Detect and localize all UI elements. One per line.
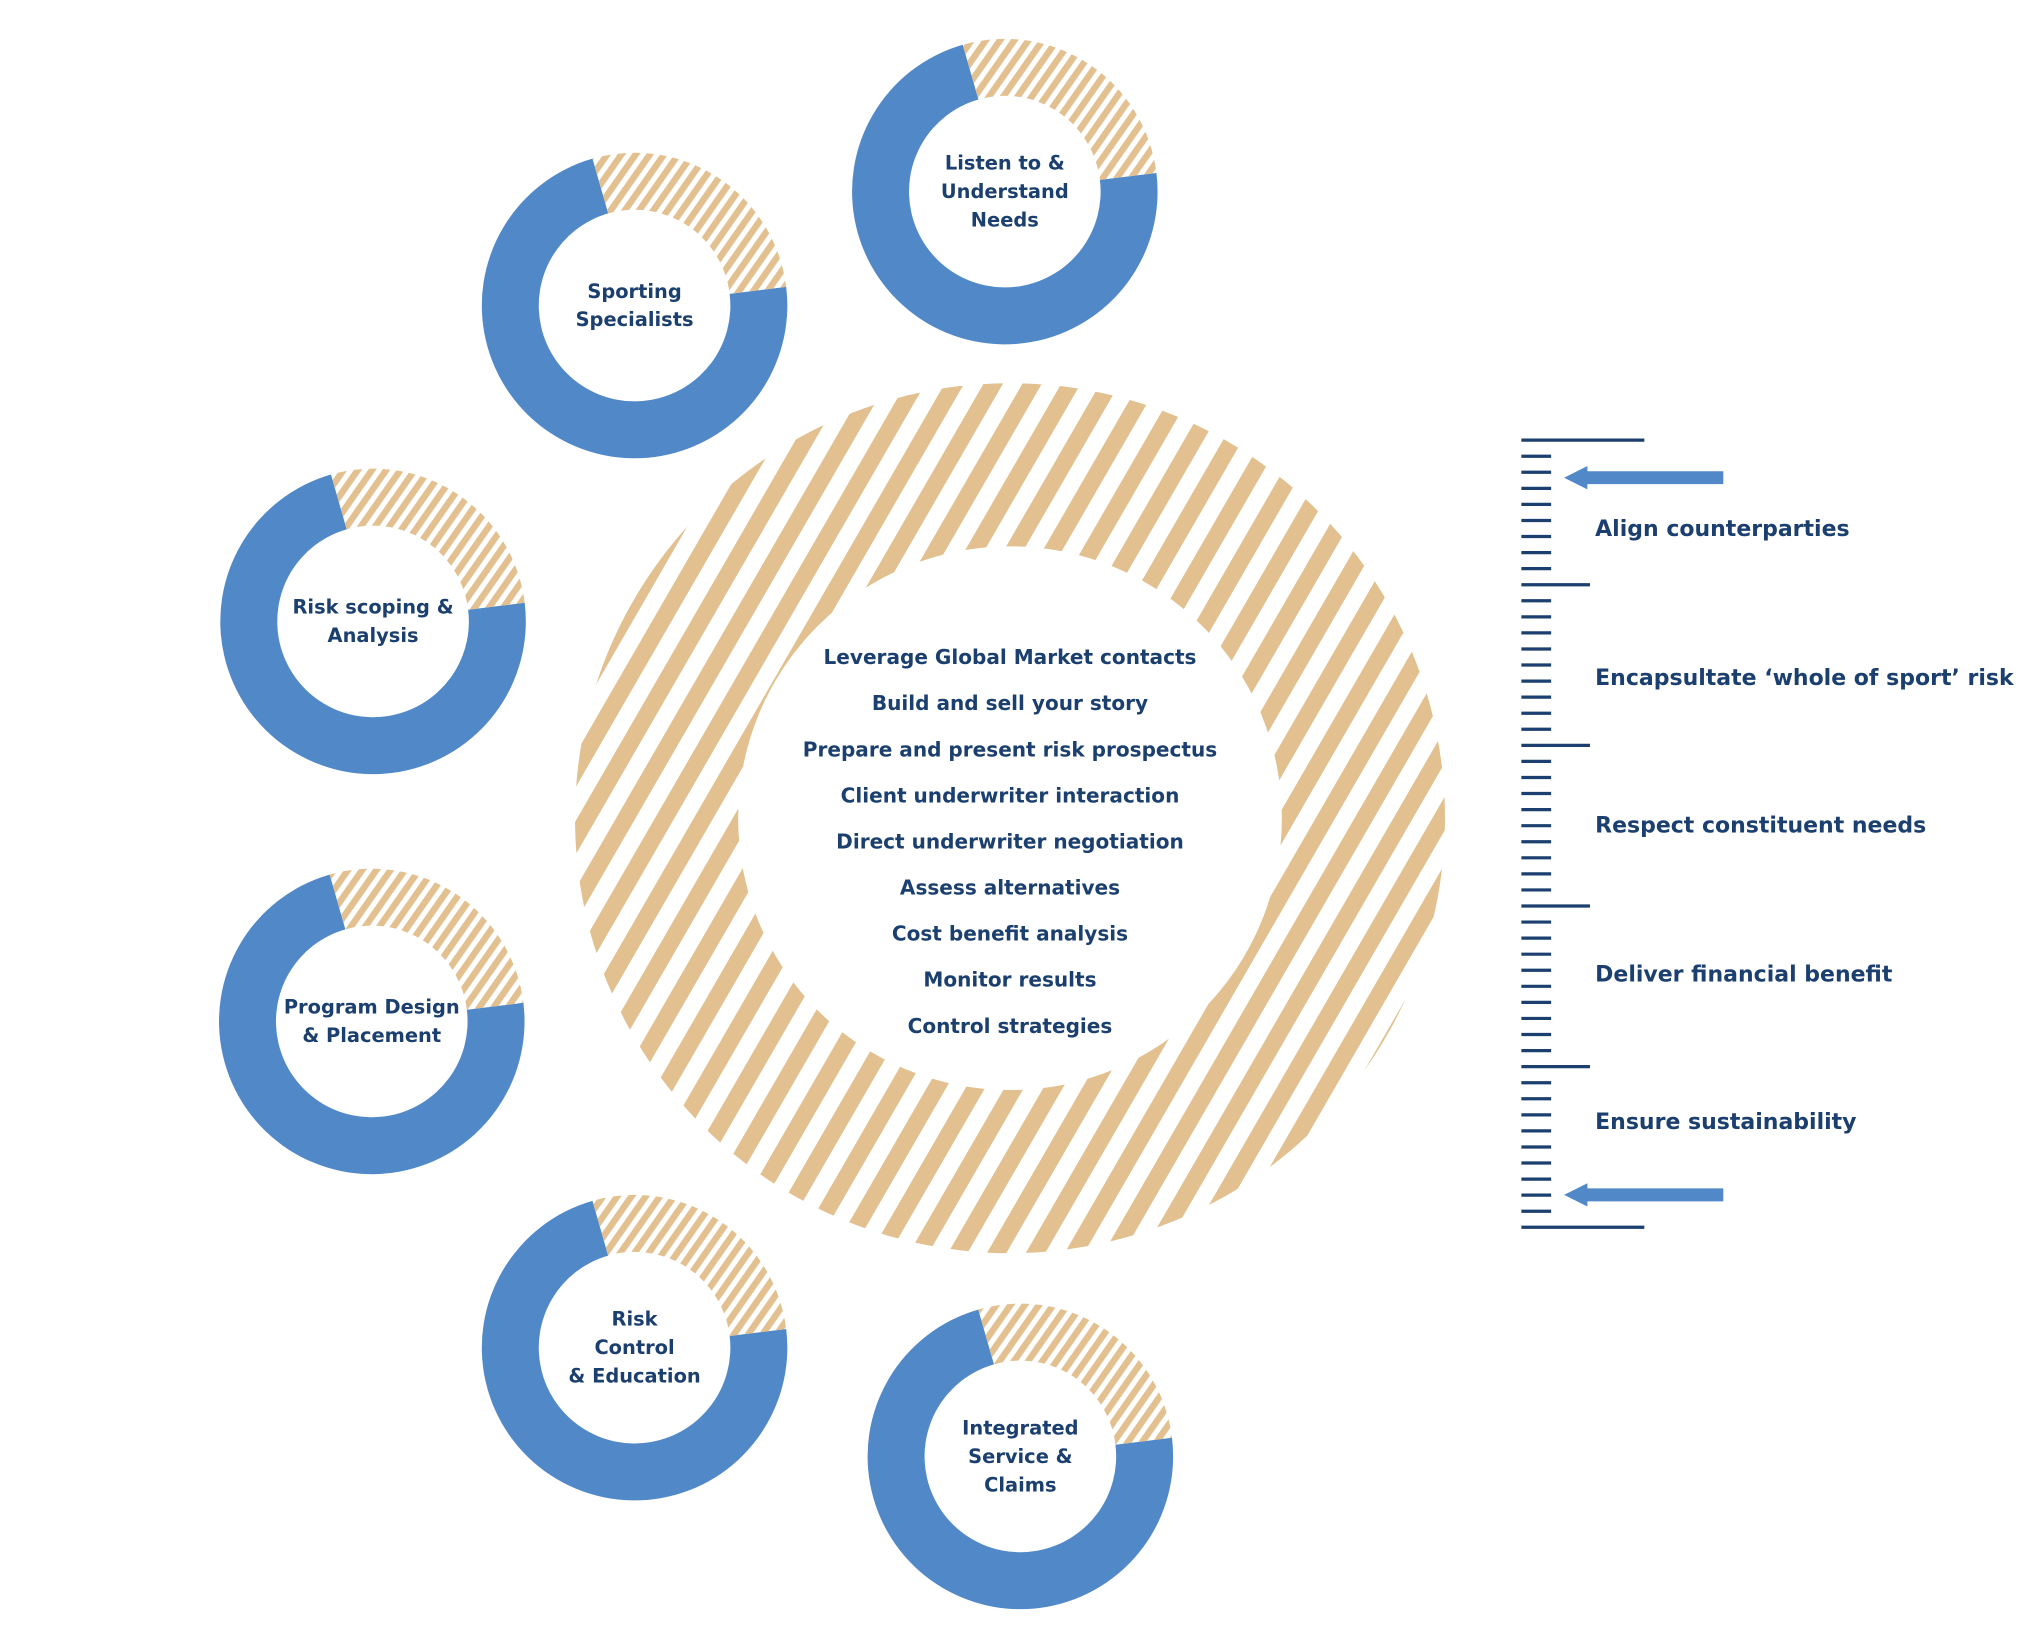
center-activity-item: Client underwriter interaction [841, 783, 1180, 807]
ring-risk-scoping: Risk scoping & Analysis [220, 468, 526, 775]
value-ruler [1521, 438, 1724, 1229]
center-activity-item: Leverage Global Market contacts [824, 645, 1197, 669]
ring-label-line: Understand [941, 180, 1069, 203]
center-activity-item: Prepare and present risk prospectus [803, 737, 1217, 761]
ring-blue-segment [867, 1309, 1174, 1610]
ring-label-line: Control [594, 1336, 674, 1359]
ring-hatched-segment [329, 868, 524, 1010]
ring-hatched-segment [330, 468, 525, 610]
ring-label-line: Risk scoping & [293, 596, 454, 619]
value-pillar-label: Encapsultate ‘whole of sport’ risk [1595, 666, 2015, 691]
ring-hatched-segment [592, 152, 787, 294]
ring-blue-segment [481, 158, 788, 459]
center-activity-item: Monitor results [923, 968, 1096, 992]
ring-label-line: Analysis [328, 624, 419, 647]
value-pillar-label: Align counterparties [1595, 517, 1849, 542]
ring-label-line: Integrated [962, 1416, 1078, 1439]
value-pillar-label: Ensure sustainability [1595, 1110, 1856, 1135]
value-pillar-label: Respect constituent needs [1595, 813, 1926, 838]
center-activity-item: Control strategies [908, 1014, 1113, 1038]
value-pillar-label: Deliver financial benefit [1595, 962, 1893, 987]
ring-hatched-segment [592, 1194, 787, 1336]
center-activity-item: Build and sell your story [872, 691, 1148, 715]
ring-label-line: Service & [968, 1445, 1072, 1468]
ring-hatched-segment [962, 38, 1157, 180]
ring-blue-segment [481, 1200, 788, 1501]
ring-label-line: & Education [568, 1365, 700, 1388]
ring-blue-segment [220, 474, 526, 775]
ring-blue-segment [219, 874, 525, 1175]
ring-label-line: Specialists [576, 308, 694, 331]
ring-blue-segment [852, 44, 1158, 345]
central-ring-shape [575, 383, 1445, 1254]
ring-label-line: Program Design [284, 996, 460, 1019]
ring-label-line: Needs [971, 209, 1039, 232]
service-rings: Listen to &UnderstandNeedsSportingSpecia… [219, 38, 1174, 1610]
ring-label-line: Sporting [587, 280, 681, 303]
center-activity-item: Cost benefit analysis [892, 922, 1128, 946]
ring-label-line: Claims [984, 1473, 1056, 1496]
center-activity-item: Direct underwriter negotiation [836, 829, 1184, 853]
ring-label-line: & Placement [302, 1024, 441, 1047]
ring-label-line: Listen to & [945, 152, 1065, 175]
arrow-left-icon [1564, 466, 1724, 490]
arrow-left-icon [1564, 1183, 1724, 1207]
ring-hatched-segment [978, 1303, 1172, 1445]
ring-label-line: Risk [612, 1308, 659, 1331]
center-activity-item: Assess alternatives [900, 876, 1120, 900]
ring-program-design: Program Design & Placement [219, 868, 525, 1175]
